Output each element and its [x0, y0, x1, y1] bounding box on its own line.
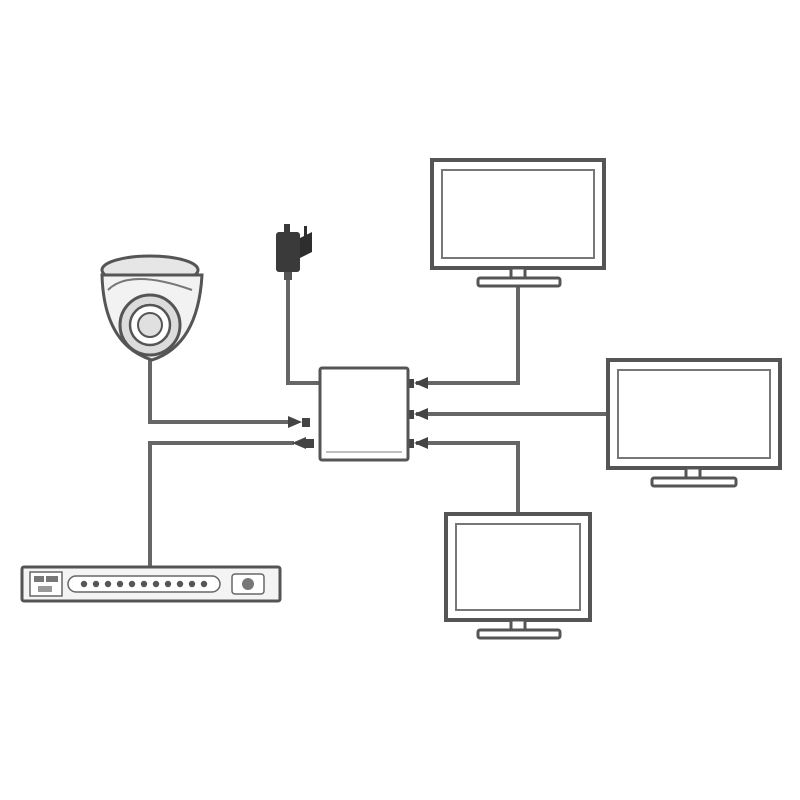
monitor-bottom	[444, 512, 592, 640]
plug-out-right	[406, 410, 414, 419]
cable-dvr-to-splitter	[148, 441, 294, 570]
monitor-icon	[430, 158, 606, 288]
plug-camera-in	[302, 418, 310, 427]
splitter-box-icon	[318, 366, 410, 462]
plug-out-top	[406, 379, 414, 388]
cables	[148, 270, 612, 570]
plug-dvr-in	[306, 439, 314, 448]
cable-power-to-splitter	[286, 270, 322, 385]
monitor-right	[606, 358, 782, 488]
plug-out-bottom	[406, 439, 414, 448]
cable-splitter-to-monitor-bottom	[416, 441, 520, 517]
connectors	[288, 377, 428, 449]
cable-camera-to-splitter	[148, 358, 290, 424]
dome-camera-icon	[100, 254, 204, 362]
cable-splitter-to-monitor-top	[416, 283, 520, 385]
arrow-out-right	[414, 408, 428, 420]
dvr-icon	[20, 565, 282, 603]
monitor-top	[430, 158, 606, 288]
arrow-camera-in	[288, 416, 302, 428]
power-adapter-icon	[276, 224, 312, 280]
arrow-out-top	[414, 377, 428, 389]
arrow-out-bottom	[414, 437, 428, 449]
monitor-icon	[444, 512, 592, 640]
monitor-icon	[606, 358, 782, 488]
arrow-dvr-in	[292, 437, 306, 449]
